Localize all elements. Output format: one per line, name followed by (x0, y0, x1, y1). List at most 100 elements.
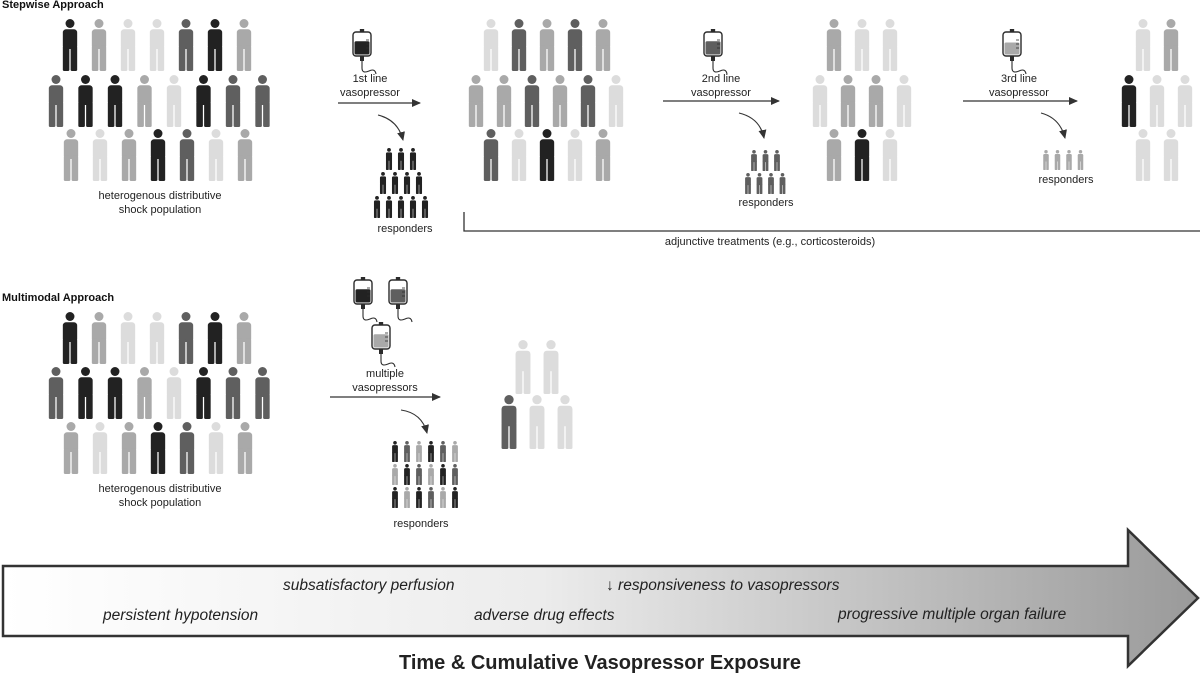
person-icon (1163, 19, 1179, 71)
person-icon (385, 148, 393, 170)
people-layer (48, 19, 1193, 508)
person-icon (225, 367, 241, 419)
person-icon (1163, 129, 1179, 181)
person-icon (416, 487, 422, 508)
stepwise-population-label: heterogenous distributive shock populati… (60, 189, 260, 217)
person-icon (762, 150, 769, 171)
person-icon (756, 173, 763, 194)
responders-label-1: responders (377, 223, 433, 235)
person-icon (552, 75, 568, 127)
person-icon (91, 312, 107, 364)
treatment-label-line-2: vasopressors (352, 382, 418, 394)
person-icon (428, 487, 434, 508)
step-2-label-line-2: vasopressor (691, 87, 751, 99)
person-icon (567, 19, 583, 71)
person-icon (812, 75, 828, 127)
person-icon (882, 19, 898, 71)
person-icon (107, 75, 123, 127)
person-icon (1066, 150, 1072, 170)
person-icon (92, 422, 108, 474)
person-icon (440, 464, 446, 485)
step-3-label-line-2: vasopressor (989, 87, 1049, 99)
person-icon (397, 196, 405, 218)
iv-bag-icon (1002, 29, 1027, 75)
person-icon (854, 129, 870, 181)
person-icon (1149, 75, 1165, 127)
iv-bag-icon (353, 277, 378, 323)
person-icon (1077, 150, 1084, 170)
person-icon (150, 422, 166, 474)
timeline-arrow-icon (1, 527, 1200, 669)
effect-organ-failure: progressive multiple organ failure (838, 606, 1067, 623)
person-icon (237, 129, 253, 181)
person-icon (149, 19, 165, 71)
person-icon (515, 340, 531, 394)
arrow-icon (377, 114, 405, 141)
person-icon (78, 75, 93, 127)
person-icon (1135, 19, 1151, 71)
step-3-label: 3rd line vasopressor (974, 72, 1064, 100)
arrow-icon (1040, 112, 1067, 139)
person-icon (896, 75, 912, 127)
person-icon (379, 172, 387, 194)
person-icon (63, 129, 79, 181)
multimodal-treatment-label: multiple vasopressors (340, 367, 430, 395)
person-icon (62, 312, 78, 364)
person-icon (255, 75, 270, 127)
person-icon (826, 129, 842, 181)
person-icon (397, 148, 405, 170)
person-icon (385, 196, 393, 218)
person-icon (539, 19, 555, 71)
person-icon (1121, 75, 1137, 127)
person-icon (255, 367, 270, 419)
step-1-label: 1st line vasopressor (330, 72, 410, 100)
timeline-title: Time & Cumulative Vasopressor Exposure (398, 652, 801, 674)
person-icon (501, 395, 517, 449)
person-icon (225, 75, 241, 127)
person-icon (539, 129, 555, 181)
step-2-label-line-1: 2nd line (701, 73, 741, 85)
effect-adverse-drug-effects: adverse drug effects (474, 607, 615, 624)
iv-bag-icon (371, 322, 396, 368)
person-icon (483, 129, 499, 181)
person-icon (452, 487, 458, 508)
person-icon (751, 150, 757, 171)
person-icon (121, 129, 137, 181)
person-icon (391, 172, 399, 194)
bags-layer (352, 29, 1027, 368)
person-icon (404, 441, 410, 462)
person-icon (149, 312, 165, 364)
person-icon (120, 19, 136, 71)
person-icon (178, 312, 194, 364)
person-icon (403, 172, 411, 194)
person-icon (543, 340, 559, 394)
person-icon (48, 367, 64, 419)
person-icon (774, 150, 780, 171)
person-icon (1177, 75, 1193, 127)
person-icon (452, 441, 458, 462)
population-label-line-1: heterogenous distributive (98, 483, 222, 495)
person-icon (207, 312, 223, 364)
person-icon (179, 129, 195, 181)
person-icon (580, 75, 596, 127)
person-icon (440, 441, 446, 462)
responders-label-2: responders (738, 197, 794, 209)
person-icon (92, 129, 108, 181)
person-icon (779, 173, 786, 194)
person-icon (882, 129, 898, 181)
person-icon (404, 487, 410, 508)
person-icon (511, 129, 527, 181)
person-icon (745, 173, 751, 194)
adjunctive-label: adjunctive treatments (e.g., corticoster… (664, 236, 876, 248)
person-icon (121, 422, 137, 474)
person-icon (150, 129, 166, 181)
population-label-line-2: shock population (118, 497, 202, 509)
person-icon (409, 148, 417, 170)
multimodal-title: Multimodal Approach (2, 292, 115, 304)
person-icon (208, 422, 224, 474)
person-icon (524, 75, 540, 127)
person-icon (48, 75, 64, 127)
person-icon (404, 464, 410, 485)
person-icon (137, 367, 152, 419)
